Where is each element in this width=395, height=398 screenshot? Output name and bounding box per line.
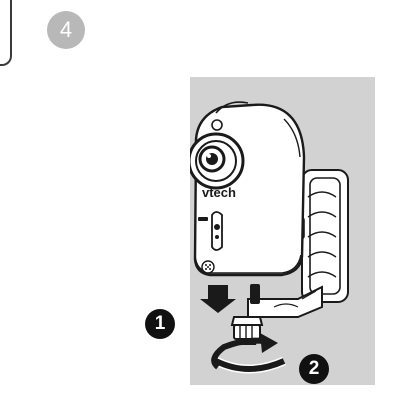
page-corner-bracket [0,0,12,66]
camera-speaker [202,261,214,273]
camera-brand-logo: vtech [202,185,236,200]
callout-step-2: 2 [299,354,329,384]
camera-mount-illustration: vtech [190,77,375,385]
callout-step-1: 1 [145,309,175,339]
step-number-badge: 4 [47,11,85,49]
